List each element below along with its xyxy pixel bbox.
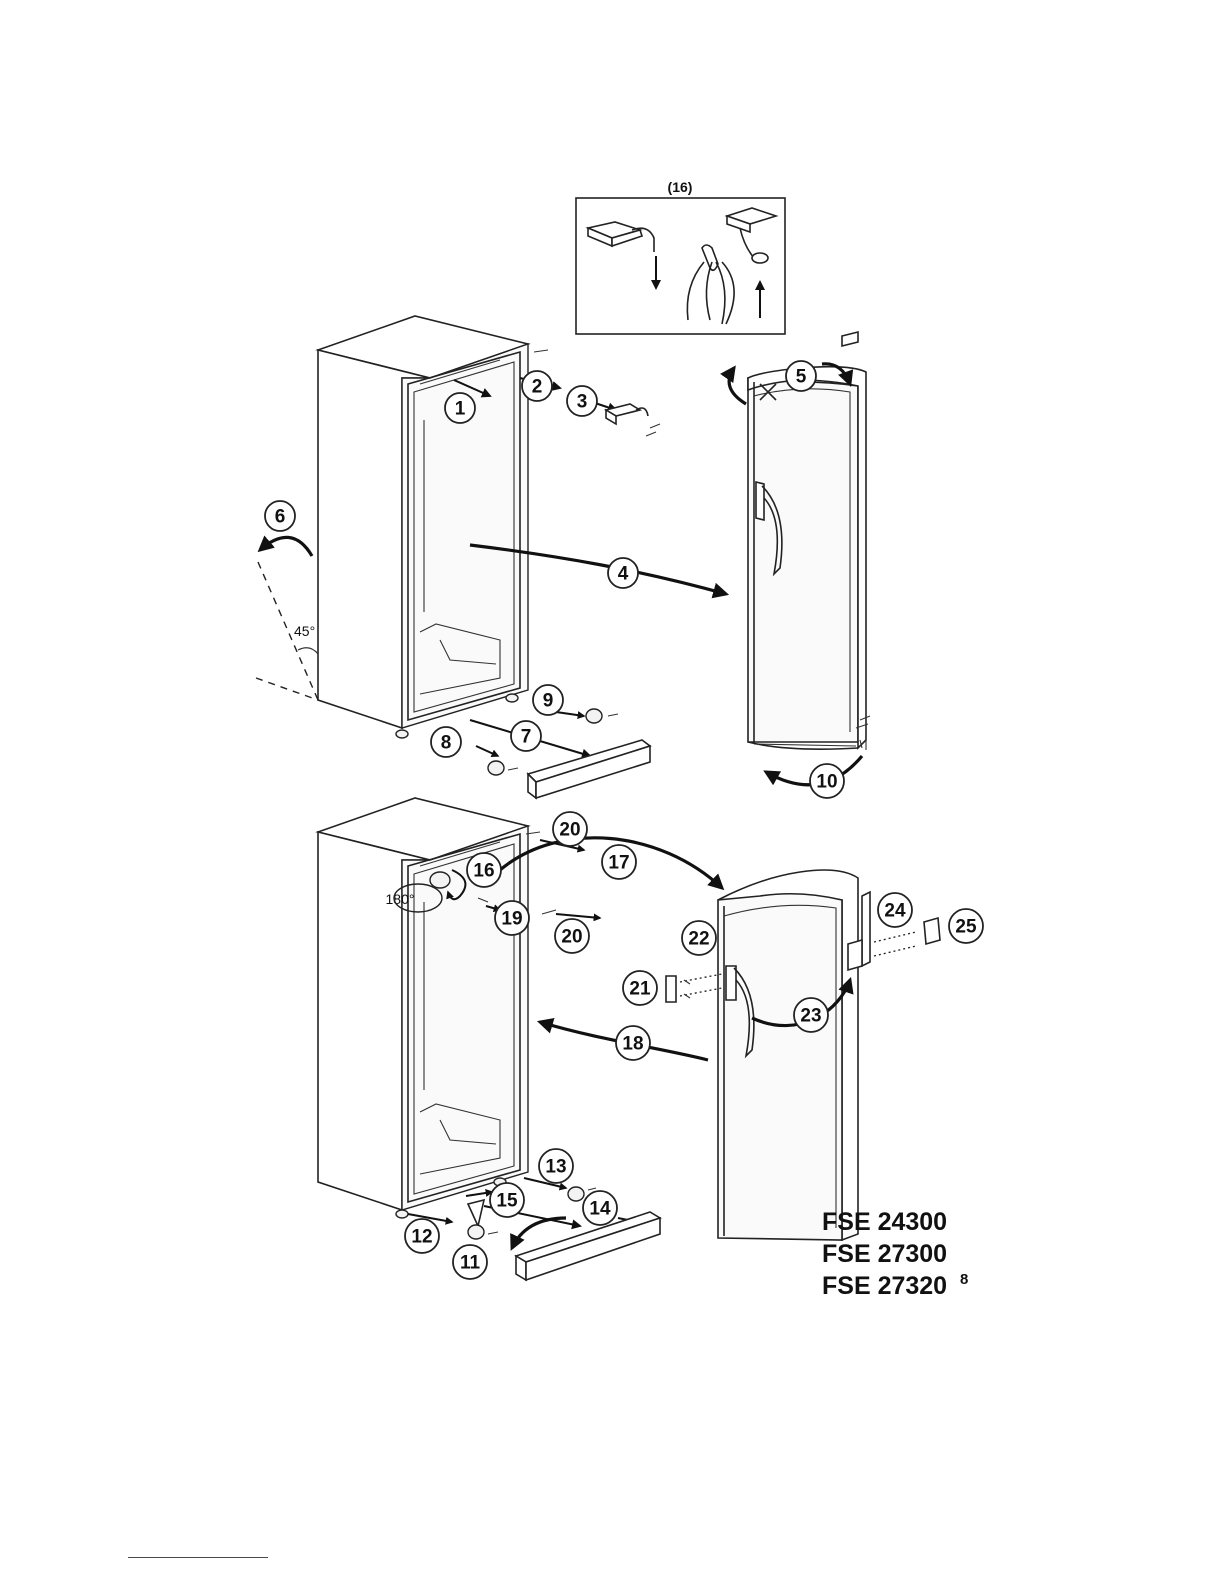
freezer-door-top (729, 332, 870, 785)
svg-text:10: 10 (816, 772, 837, 793)
svg-text:17: 17 (608, 853, 629, 874)
rotation-label: 180° (386, 891, 415, 907)
svg-text:11: 11 (460, 1253, 481, 1274)
svg-text:22: 22 (688, 929, 709, 950)
step-3-marker: 3 (567, 386, 597, 416)
svg-text:15: 15 (496, 1191, 518, 1212)
step-2-marker: 2 (522, 371, 552, 401)
svg-text:14: 14 (589, 1199, 611, 1220)
step-12-marker: 12 (405, 1219, 439, 1253)
angle-label: 45° (294, 623, 315, 639)
hinge-pin-inset: (16) (576, 179, 785, 334)
svg-text:13: 13 (545, 1157, 566, 1178)
svg-text:2: 2 (532, 377, 543, 398)
step-20-marker-bottom: 20 (555, 919, 589, 953)
step-1-marker: 1 (445, 393, 475, 423)
step-4-marker: 4 (608, 558, 638, 588)
step-11-marker: 11 (453, 1245, 487, 1279)
step-5-marker: 5 (786, 361, 816, 391)
svg-text:19: 19 (501, 909, 522, 930)
page-number: 8 (960, 1271, 968, 1288)
step-16-marker: 16 (467, 853, 501, 887)
step-10-marker: 10 (810, 764, 844, 798)
svg-text:25: 25 (955, 917, 977, 938)
step-21-marker: 21 (623, 971, 657, 1005)
svg-text:23: 23 (800, 1006, 821, 1027)
svg-text:1: 1 (455, 399, 466, 420)
svg-text:3: 3 (577, 392, 588, 413)
step-6-marker: 6 (265, 501, 295, 531)
svg-text:16: 16 (473, 861, 494, 882)
freezer-cabinet-top: 45° (256, 316, 660, 798)
svg-text:9: 9 (543, 691, 554, 712)
step-15-marker: 15 (490, 1183, 524, 1217)
footer-link-underline[interactable] (128, 1557, 268, 1558)
svg-text:5: 5 (796, 367, 807, 388)
svg-text:18: 18 (622, 1034, 643, 1055)
inset-label: (16) (668, 179, 693, 195)
svg-text:24: 24 (884, 901, 906, 922)
svg-text:8: 8 (441, 733, 452, 754)
model-2: FSE 27300 (822, 1240, 947, 1268)
svg-text:21: 21 (629, 979, 651, 1000)
step-13-marker: 13 (539, 1149, 573, 1183)
model-3: FSE 27320 (822, 1272, 947, 1300)
svg-text:6: 6 (275, 507, 286, 528)
step-18-marker: 18 (616, 1026, 650, 1060)
step-24-marker: 24 (878, 893, 912, 927)
step-8-marker: 8 (431, 727, 461, 757)
step-9-marker: 9 (533, 685, 563, 715)
step-17-marker: 17 (602, 845, 636, 879)
svg-text:20: 20 (561, 927, 582, 948)
step-7-marker: 7 (511, 721, 541, 751)
svg-text:12: 12 (411, 1227, 432, 1248)
step-20-marker-top: 20 (553, 812, 587, 846)
model-1: FSE 24300 (822, 1208, 947, 1236)
svg-text:7: 7 (521, 727, 532, 748)
step-14-marker: 14 (583, 1191, 617, 1225)
step-25-marker: 25 (949, 909, 983, 943)
svg-text:4: 4 (618, 564, 629, 585)
svg-text:20: 20 (559, 820, 580, 841)
model-list: FSE 24300 FSE 27300 FSE 27320 (822, 1208, 947, 1300)
step-22-marker: 22 (682, 921, 716, 955)
step-19-marker: 19 (495, 901, 529, 935)
step-23-marker: 23 (794, 998, 828, 1032)
